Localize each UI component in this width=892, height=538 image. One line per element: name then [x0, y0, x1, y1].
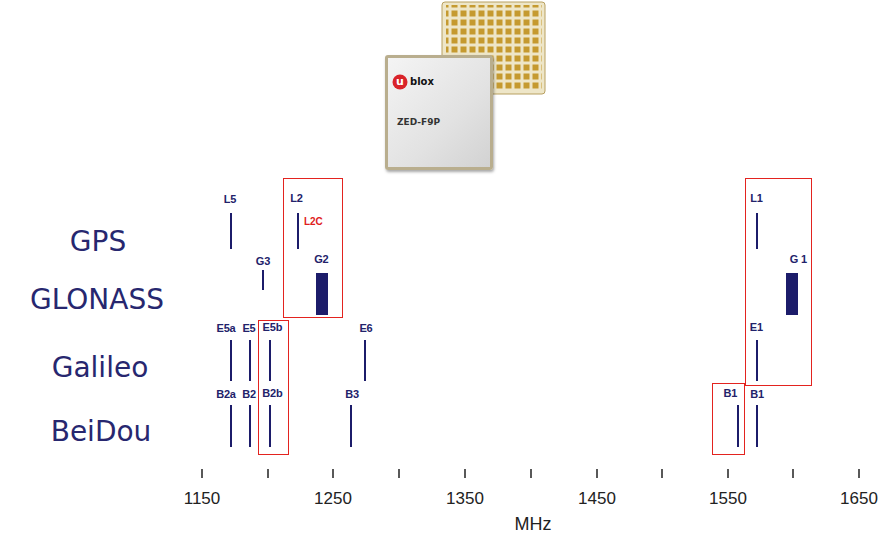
signal-name: G 1 — [790, 254, 807, 265]
axis-tick-label: 1650 — [840, 490, 878, 507]
axis-tick — [596, 469, 598, 478]
system-name: BeiDou — [51, 418, 152, 446]
supported-band-box: L2L2C G2 — [283, 178, 343, 318]
axis-tick — [267, 469, 269, 478]
signal-bar — [249, 340, 251, 381]
gnss-module: ubloxZED-F9P — [385, 55, 493, 170]
axis-tick-label: 1550 — [709, 490, 747, 507]
signal-name: L5 — [224, 194, 236, 205]
signal-bar — [364, 340, 366, 381]
axis-tick — [858, 469, 860, 478]
axis-tick — [727, 469, 729, 478]
axis-tick — [530, 469, 532, 478]
signal-bar — [737, 405, 739, 447]
signal-bar — [297, 213, 299, 249]
signal-bar — [230, 405, 232, 447]
signal-name: B3 — [345, 389, 359, 400]
axis-tick-label: 1250 — [314, 490, 352, 507]
signal-name: L2 — [290, 193, 302, 204]
signal-bar — [249, 405, 251, 447]
axis-tick — [464, 469, 466, 478]
signal-name: B2a — [216, 389, 236, 400]
system-name: Galileo — [52, 354, 149, 382]
signal-name: L1 — [750, 193, 762, 204]
axis-title: MHz — [515, 515, 552, 533]
signal-bar — [262, 270, 264, 290]
model-name: ZED-F9P — [397, 118, 440, 127]
axis-tick — [332, 469, 334, 478]
supported-band-box: L1 G 1 E1 — [745, 178, 812, 386]
signal-name: E6 — [359, 323, 372, 334]
signal-name: G2 — [314, 254, 328, 265]
signal-name: E5 — [242, 323, 255, 334]
logo-text: blox — [410, 77, 434, 87]
signal-band — [786, 273, 798, 315]
signal-name: B2 — [242, 389, 256, 400]
signal-bar — [350, 405, 352, 447]
axis-ticks — [202, 469, 859, 478]
signal-name: B1 — [724, 388, 738, 399]
signal-bar — [269, 405, 271, 447]
signal-name: B2b — [262, 388, 282, 399]
signal-bar — [756, 340, 758, 381]
supported-band-box: B1 — [712, 383, 745, 455]
axis-tick-label: 1450 — [578, 490, 616, 507]
signal-name: L2C — [304, 217, 323, 227]
supported-band-box: E5bB2b — [258, 320, 289, 455]
axis-tick — [792, 469, 794, 478]
signal-bars — [231, 213, 757, 447]
axis-tick-label: 1150 — [184, 490, 221, 507]
signal-name: G3 — [256, 256, 270, 267]
axis-tick-label: 1350 — [446, 490, 484, 507]
signal-bar — [756, 213, 758, 249]
axis-tick — [661, 469, 663, 478]
signal-bar — [269, 340, 271, 381]
signal-name: B1 — [750, 389, 764, 400]
logo-mark: u — [393, 75, 408, 90]
signal-name: E5b — [263, 322, 283, 333]
axis-tick — [398, 469, 400, 478]
system-name: GPS — [70, 228, 126, 256]
axis-tick — [201, 469, 203, 478]
signal-bar — [230, 213, 232, 249]
signal-name: E5a — [217, 323, 236, 334]
signal-name: E1 — [750, 322, 763, 333]
system-name: GLONASS — [30, 286, 164, 314]
signal-bar — [756, 405, 758, 447]
signal-band — [316, 273, 328, 315]
signal-bar — [230, 340, 232, 381]
